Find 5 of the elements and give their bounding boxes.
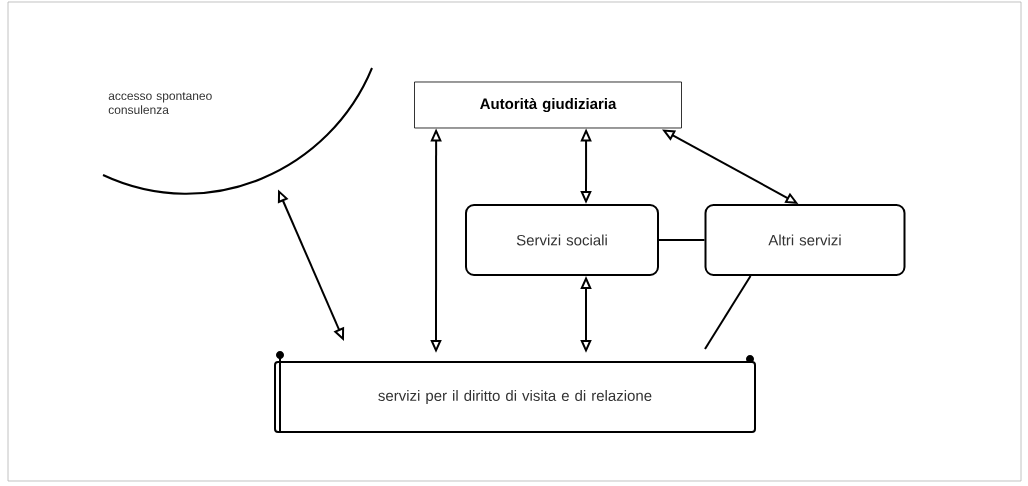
rounded-box: Altri servizi — [704, 204, 906, 276]
rounded-box: Servizi sociali — [465, 204, 659, 276]
scroll-banner: servizi per il diritto di visita e di relazione — [274, 351, 756, 434]
process-box: Autorità giudiziaria — [414, 81, 682, 129]
arc-label: accesso spontaneo consulenza — [102, 67, 373, 195]
